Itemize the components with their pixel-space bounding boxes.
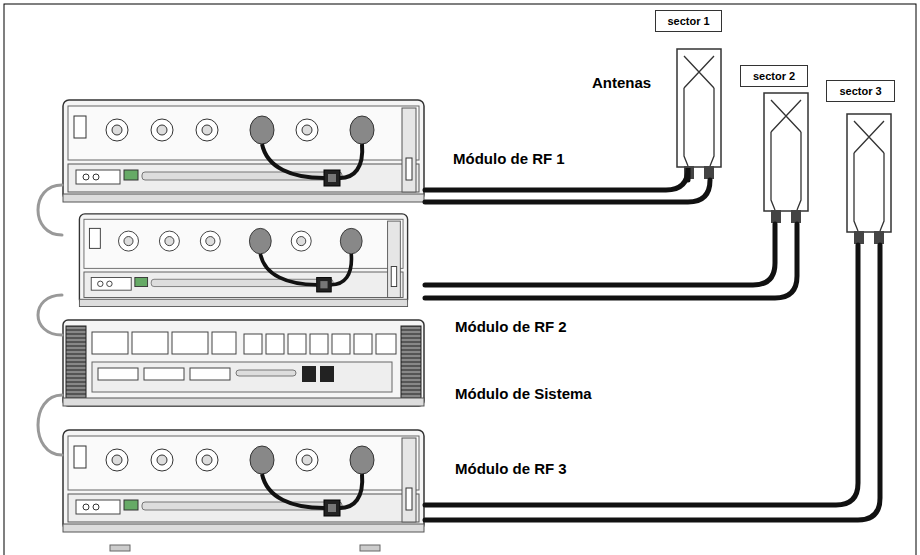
antenna-cable — [425, 245, 858, 505]
jumper-cable — [38, 295, 62, 335]
module-label: Módulo de Sistema — [455, 385, 592, 402]
antenna-node: sector 3 — [826, 80, 892, 245]
module-label: Módulo de RF 3 — [455, 460, 567, 477]
module-node: Módulo de Sistema — [62, 318, 425, 410]
module-node: Módulo de RF 1 — [62, 98, 425, 208]
jumper-cable — [38, 395, 62, 455]
sector-label: sector 1 — [655, 10, 722, 32]
antenna-cable — [425, 245, 880, 520]
module-node: Módulo de RF 3 — [62, 428, 425, 538]
antenna-cable — [425, 224, 797, 298]
module-label: Módulo de RF 2 — [455, 318, 567, 335]
antenna-heading: Antenas — [592, 74, 651, 91]
module-label: Módulo de RF 1 — [453, 150, 565, 167]
antenna-cable — [425, 168, 688, 190]
sector-label: sector 2 — [740, 65, 808, 87]
module-node: Módulo de RF 2 — [62, 212, 425, 312]
sector-label: sector 3 — [826, 80, 895, 102]
antenna-node: sector 1 — [655, 10, 722, 180]
antenna-node: sector 2 — [740, 65, 809, 224]
jumper-cable — [38, 185, 62, 235]
antenna-cable — [425, 224, 775, 285]
antenna-cable — [425, 180, 710, 202]
